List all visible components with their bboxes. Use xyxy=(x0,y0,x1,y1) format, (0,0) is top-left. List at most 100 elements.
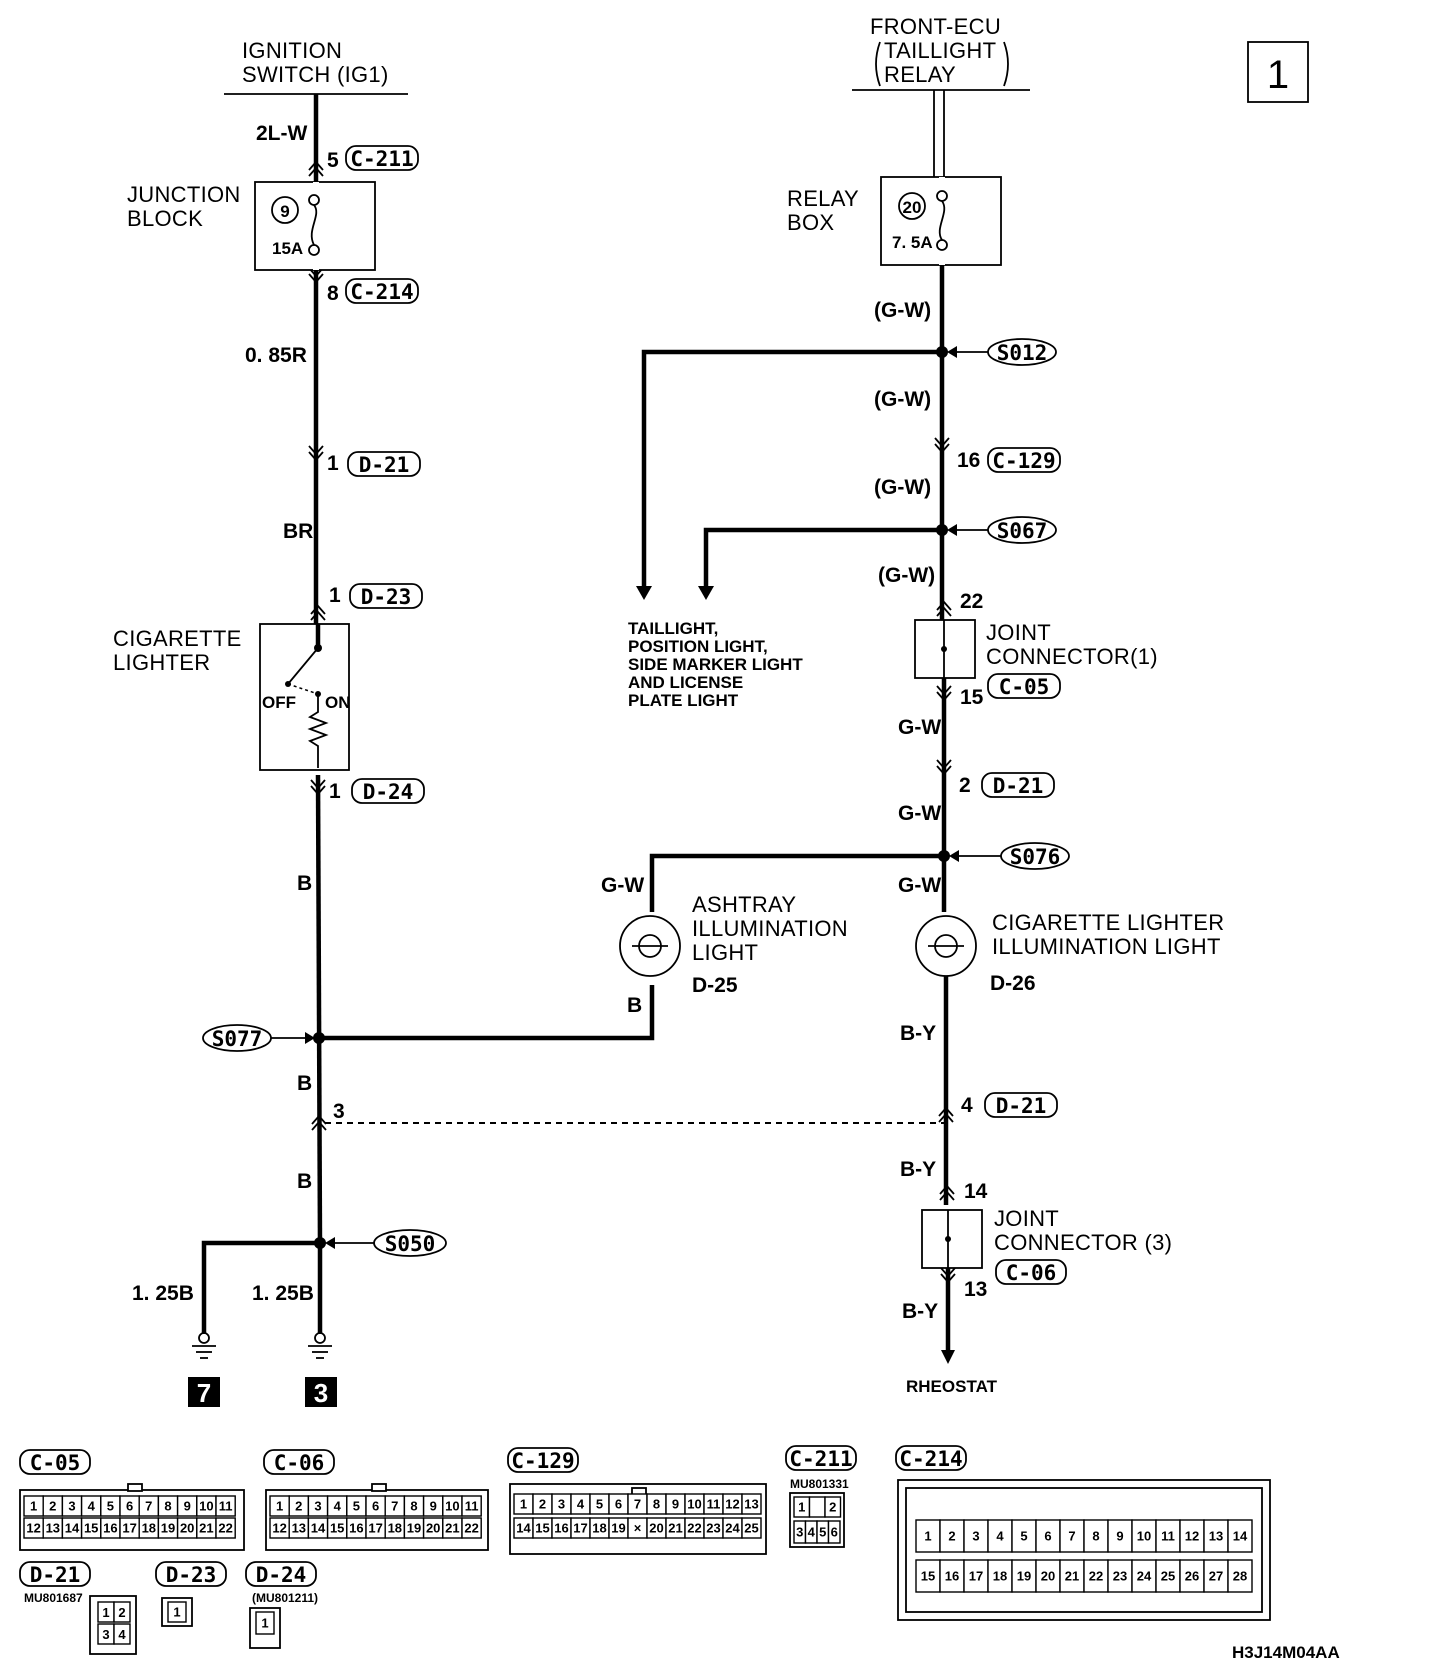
pin-number: 16 xyxy=(945,1569,959,1584)
pin-number: 28 xyxy=(1233,1569,1247,1584)
drawing-code: H3J14M04AA xyxy=(1232,1643,1340,1662)
pin-number: 2 xyxy=(829,1500,836,1515)
cv-c05-tag: C-05 xyxy=(30,1451,81,1475)
pin-number: 17 xyxy=(368,1521,382,1536)
relay-box-label-2: BOX xyxy=(787,210,834,235)
page-number-box: 1 xyxy=(1247,41,1309,103)
pin-cell xyxy=(1083,1559,1109,1593)
jb-in-pin: 5 xyxy=(327,149,339,172)
wire-gw-3: (G-W) xyxy=(874,476,931,499)
jc3-pin-in: 14 xyxy=(964,1180,988,1203)
pin-number: 1 xyxy=(520,1497,527,1512)
cigarette-lighter: CIGARETTE LIGHTER OFF ON xyxy=(113,623,351,771)
pin-number: 1 xyxy=(173,1605,180,1620)
pin-number: 27 xyxy=(1209,1569,1223,1584)
pin-number: 10 xyxy=(1137,1529,1151,1544)
d23-pin: 1 xyxy=(329,584,341,607)
joint-connector-3: 14 JOINT CONNECTOR (3) C-06 13 xyxy=(921,1180,1172,1301)
wire-to-taillight-2 xyxy=(703,527,942,590)
d21b-pin: 4 xyxy=(961,1094,973,1117)
splice-s050-label: S050 xyxy=(385,1232,436,1256)
jb-fuse-number: 9 xyxy=(280,202,289,221)
left-main-wire-lower xyxy=(315,774,323,1246)
conn-d23-tag: D-23 xyxy=(361,585,412,609)
rb-fuse-number: 20 xyxy=(903,198,922,217)
conn-c214-tag: C-214 xyxy=(350,280,413,304)
connector-chevrons-left xyxy=(308,160,327,1131)
pin-number: 8 xyxy=(410,1499,417,1514)
pin-number: 2 xyxy=(118,1605,125,1620)
jc1-label-1: JOINT xyxy=(986,620,1051,645)
pin-number: 15 xyxy=(921,1569,935,1584)
pin-number: 11 xyxy=(1161,1529,1175,1544)
pin-number: 15 xyxy=(535,1521,549,1536)
pin-number: 20 xyxy=(180,1521,194,1536)
d24-pin: 1 xyxy=(329,780,341,803)
conn-c129-tag: C-129 xyxy=(992,449,1055,473)
pin-number: 17 xyxy=(122,1521,136,1536)
pin-number: 20 xyxy=(426,1521,440,1536)
pin-number: 23 xyxy=(1113,1569,1127,1584)
pin-number: 1 xyxy=(30,1499,37,1514)
wire-br-label: BR xyxy=(283,520,313,543)
cv-c06-tag: C-06 xyxy=(274,1451,325,1475)
cv-d23-tag: D-23 xyxy=(166,1563,217,1587)
jc1-pin-out: 15 xyxy=(960,686,984,709)
pin-number: 6 xyxy=(126,1499,133,1514)
pin-number: 12 xyxy=(725,1497,739,1512)
wire-gw-1: (G-W) xyxy=(874,299,931,322)
pin-cell xyxy=(1155,1519,1181,1553)
ashtray-code: D-25 xyxy=(692,974,738,997)
pin-cell xyxy=(255,1611,275,1635)
splice-s077: S077 xyxy=(202,1024,325,1052)
pin-number: 21 xyxy=(445,1521,459,1536)
cv-c129-tag: C-129 xyxy=(511,1449,574,1473)
taillight-label: TAILLIGHT xyxy=(884,38,996,63)
junction-block: JUNCTION BLOCK 9 15A 5 C-211 8 C-214 xyxy=(127,145,419,305)
wire-by-2: B-Y xyxy=(900,1158,936,1181)
pin-number: 5 xyxy=(819,1525,826,1540)
pin-cell xyxy=(808,1496,826,1518)
pin-number: 21 xyxy=(199,1521,213,1536)
cv-d24-part: (MU801211) xyxy=(252,1591,318,1605)
pin-cell xyxy=(741,1493,762,1515)
ashtray-label-3: LIGHT xyxy=(692,940,758,965)
rb-fuse-rating: 7. 5A xyxy=(892,233,933,252)
ignition-label-1: IGNITION xyxy=(242,38,342,63)
pin-number: 24 xyxy=(725,1521,740,1536)
pin-cell xyxy=(1227,1519,1253,1553)
ashtray-label-2: ILLUMINATION xyxy=(692,916,848,941)
pin-number: 3 xyxy=(314,1499,321,1514)
junction-block-label-2: BLOCK xyxy=(127,206,203,231)
pin-number: 18 xyxy=(592,1521,606,1536)
pin-number: 6 xyxy=(372,1499,379,1514)
pin-number: 6 xyxy=(831,1525,838,1540)
front-ecu-source: FRONT-ECU TAILLIGHT RELAY xyxy=(852,14,1030,185)
taillight-note-2: POSITION LIGHT, xyxy=(628,637,768,656)
cig-illum-label-1: CIGARETTE LIGHTER xyxy=(992,910,1224,935)
pin-number: 5 xyxy=(596,1497,603,1512)
splice-s012: S012 xyxy=(936,338,1057,366)
wire-to-taillight-1 xyxy=(641,349,942,590)
pin-number: 12 xyxy=(26,1521,40,1536)
pin-cell xyxy=(167,1601,187,1623)
wire-125b-right: 1. 25B xyxy=(252,1282,314,1305)
pin-number: 21 xyxy=(1065,1569,1079,1584)
pin-number: 19 xyxy=(407,1521,421,1536)
cv-c214-tag: C-214 xyxy=(899,1447,962,1471)
d21-pin-1: 1 xyxy=(327,452,339,475)
pin-number: × xyxy=(634,1521,642,1536)
pin-number: 11 xyxy=(465,1499,479,1514)
lighter-on-label: ON xyxy=(325,693,351,712)
pin-number: 7 xyxy=(634,1497,641,1512)
cv-d24-tag: D-24 xyxy=(256,1563,307,1587)
pin-number: 2 xyxy=(948,1529,955,1544)
taillight-note: TAILLIGHT, POSITION LIGHT, SIDE MARKER L… xyxy=(628,619,803,710)
cig-illum-code: D-26 xyxy=(990,972,1036,995)
joint-connector-1: 22 JOINT CONNECTOR(1) 15 C-05 xyxy=(914,590,1158,709)
connector-views: C-05 C-06 C-129 C-211 MU801331 C-214 D-2… xyxy=(19,1445,1271,1655)
cig-illum-label-2: ILLUMINATION LIGHT xyxy=(992,934,1221,959)
pin-number: 3 xyxy=(558,1497,565,1512)
jb-fuse-rating: 15A xyxy=(272,239,303,258)
pin-3-label: 3 xyxy=(333,1100,345,1123)
